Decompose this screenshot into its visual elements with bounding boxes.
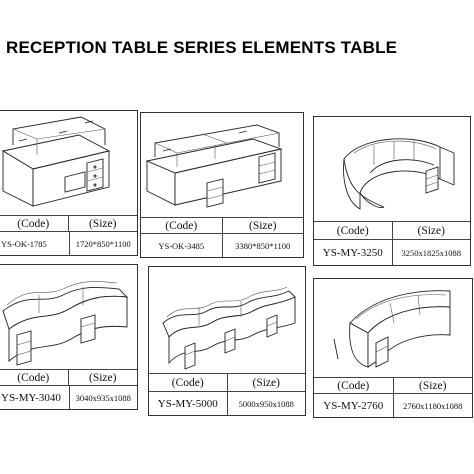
page-title: RECEPTION TABLE SERIES ELEMENTS TABLE <box>6 38 398 57</box>
product-size: 1720*850*1100 <box>68 232 138 255</box>
curved-reception-desk-drawing <box>314 279 472 375</box>
code-header: (Code) <box>336 224 369 237</box>
product-size: 3250x1825x1088 <box>391 240 471 265</box>
curved-reception-desk-drawing <box>314 117 470 227</box>
product-code: YS-OK-3485 <box>158 240 205 251</box>
reception-desk-drawing <box>0 111 137 211</box>
product-code: YS-MY-5000 <box>157 397 218 410</box>
code-header: (Code) <box>171 376 204 389</box>
product-card-ys-ok-3485: (Code) (Size) YS-OK-3485 3380*850*1100 <box>140 112 304 258</box>
product-card-ys-my-3250: (Code) (Size) YS-MY-3250 3250x1825x1088 <box>313 116 471 266</box>
product-card-ys-ok-1785: (Code) (Size) YS-OK-1785 1720*850*1100 <box>0 110 138 256</box>
size-header: (Size) <box>67 216 138 231</box>
product-size: 3380*850*1100 <box>221 234 304 257</box>
product-code: YS-MY-2760 <box>323 399 384 412</box>
code-header: (Code) <box>337 379 370 392</box>
product-size: 5000x950x1088 <box>226 392 306 415</box>
size-header: (Size) <box>391 222 471 239</box>
code-header: (Code) <box>165 219 198 232</box>
size-header: (Size) <box>67 370 138 385</box>
code-header: (Code) <box>17 217 50 230</box>
curved-reception-desk-drawing <box>0 265 137 369</box>
size-header: (Size) <box>226 374 306 391</box>
product-size: 3040x935x1088 <box>68 386 138 409</box>
product-card-ys-my-2760: (Code) (Size) YS-MY-2760 2760x1180x1088 <box>313 278 473 418</box>
size-header: (Size) <box>392 378 473 393</box>
code-header: (Code) <box>17 371 50 384</box>
product-size: 2760x1180x1088 <box>392 394 473 417</box>
product-code: YS-MY-3040 <box>1 391 61 404</box>
size-header: (Size) <box>221 218 304 233</box>
curved-reception-desk-drawing <box>149 267 305 373</box>
product-card-ys-my-3040: (Code) (Size) YS-MY-3040 3040x935x1088 <box>0 264 138 410</box>
product-code: YS-MY-3250 <box>322 246 383 259</box>
reception-desk-drawing <box>141 113 303 213</box>
product-card-ys-my-5000: (Code) (Size) YS-MY-5000 5000x950x1088 <box>148 266 306 416</box>
product-code: YS-OK-1785 <box>1 238 47 249</box>
